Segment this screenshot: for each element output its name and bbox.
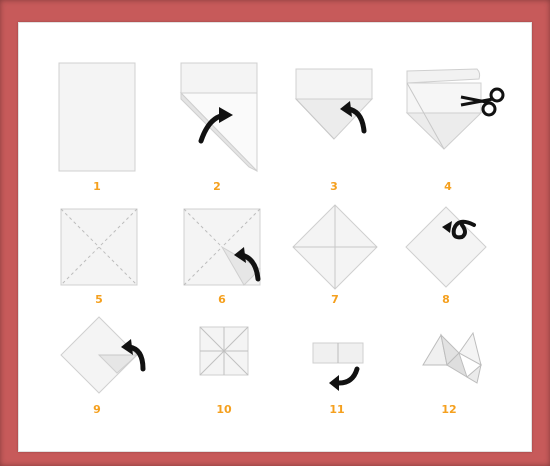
flap-fold-diamond-illustration <box>59 315 159 405</box>
step-number: 4 <box>428 180 468 193</box>
fortune-teller-illustration <box>417 325 507 395</box>
step-number: 9 <box>77 403 117 416</box>
step-number: 7 <box>315 293 355 306</box>
triangle-fold-illustration <box>296 69 386 159</box>
diamond-illustration <box>293 205 383 295</box>
corner-fold-illustration <box>184 209 274 299</box>
step-number: 8 <box>426 293 466 306</box>
step-number: 12 <box>429 403 469 416</box>
folded-square-illustration <box>200 327 260 387</box>
step-number: 1 <box>77 180 117 193</box>
fold-arrow-icon <box>329 369 357 391</box>
step-number: 2 <box>197 180 237 193</box>
step-number: 5 <box>79 293 119 306</box>
cut-strip-illustration <box>405 53 515 153</box>
half-fold-illustration <box>309 333 399 403</box>
step-number: 6 <box>202 293 242 306</box>
step-number: 10 <box>204 403 244 416</box>
creased-square-illustration <box>61 209 141 289</box>
step-number: 3 <box>314 180 354 193</box>
paper-rectangle-illustration <box>59 63 139 173</box>
diagonal-fold-illustration <box>179 63 269 183</box>
flip-diamond-illustration <box>404 205 504 295</box>
step-number: 11 <box>317 403 357 416</box>
instructions-card: 1 2 3 <box>18 22 532 452</box>
